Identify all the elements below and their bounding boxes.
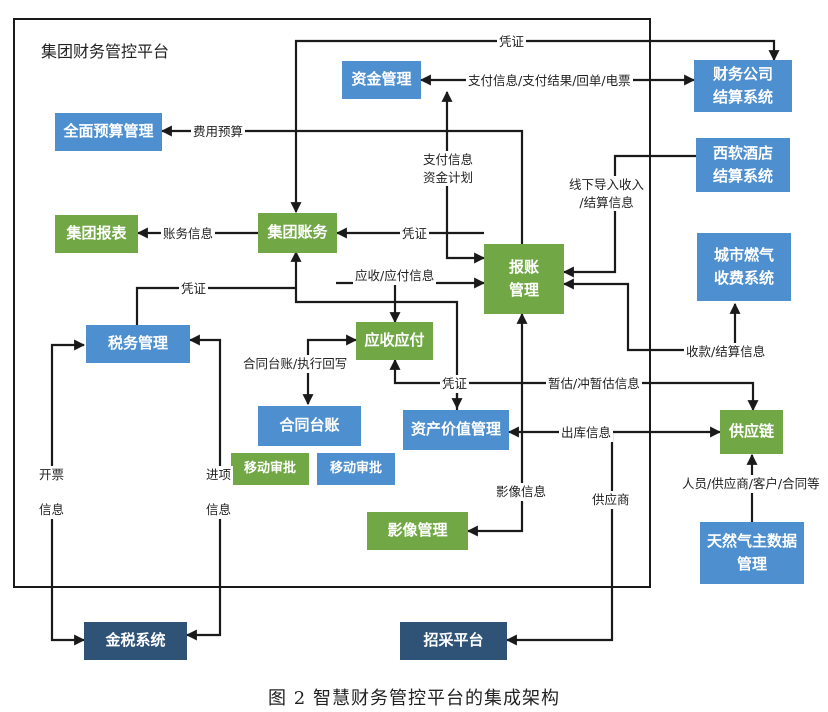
group-report-box: 集团报表	[55, 215, 138, 253]
group-ledger-box: 集团账务	[258, 213, 337, 253]
gas-master-data-box: 天然气主数据 管理	[700, 522, 804, 584]
edge-voucher-tax	[135, 286, 296, 326]
reimbursement-box: 报账 管理	[484, 244, 564, 314]
image-mgmt-box: 影像管理	[367, 512, 468, 550]
frame-title: 集团财务管控平台	[41, 42, 170, 61]
label-input: 进项 信息	[204, 466, 234, 519]
edge-voucher-top	[290, 39, 780, 214]
golden-tax-box: 金税系统	[84, 622, 187, 660]
label-ar-ap: 应收/应付信息	[353, 267, 437, 285]
label-estimate: 暂估/冲暂估信息	[546, 375, 642, 393]
label-invoice: 开票 信息	[37, 466, 67, 519]
label-personnel: 人员/供应商/客户/合同等	[680, 475, 822, 493]
label-voucher-tax: 凭证	[179, 280, 209, 298]
mobile-approval-box-1: 移动审批	[231, 453, 309, 485]
platform-frame	[13, 18, 651, 588]
label-contract-exec: 合同台账/执行回写	[241, 355, 350, 373]
label-offline-import: 线下导入收入 /结算信息	[567, 176, 647, 211]
city-gas-box: 城市燃气 收费系统	[697, 233, 791, 301]
edge-contract-exec	[302, 334, 358, 406]
figure-caption: 图 2 智慧财务管控平台的集成架构	[268, 688, 560, 709]
contract-ledger-box: 合同台账	[258, 406, 361, 446]
label-outbound: 出库信息	[559, 424, 614, 442]
budget-mgmt-box: 全面预算管理	[55, 113, 162, 151]
asset-value-mgmt-box: 资产价值管理	[403, 410, 509, 450]
label-supplier: 供应商	[590, 491, 632, 509]
supply-chain-box: 供应链	[720, 410, 783, 454]
edge-receivable-ledger	[290, 250, 459, 410]
label-voucher-top: 凭证	[497, 33, 527, 51]
procurement-box: 招采平台	[400, 622, 507, 660]
label-image-info: 影像信息	[494, 483, 549, 501]
edge-image-info	[466, 312, 528, 537]
receivable-payable-box: 应收应付	[356, 322, 433, 360]
edge-expense-budget	[160, 125, 524, 244]
edge-pay-plan	[441, 90, 486, 264]
label-account-info: 账务信息	[161, 225, 216, 243]
mobile-approval-box-2: 移动审批	[317, 453, 395, 485]
edge-offline-import	[562, 154, 696, 278]
xiruan-hotel-box: 西软酒店 结算系统	[696, 138, 790, 192]
edge-collection	[562, 278, 741, 352]
label-expense-budget: 费用预算	[191, 123, 246, 141]
label-payment-info: 支付信息/支付结果/回单/电票	[466, 72, 633, 90]
label-voucher-ledger: 凭证	[400, 225, 430, 243]
fund-mgmt-box: 资金管理	[342, 61, 421, 99]
finance-company-box: 财务公司 结算系统	[694, 60, 792, 112]
label-collection: 收款/结算信息	[684, 343, 768, 361]
tax-mgmt-box: 税务管理	[86, 325, 190, 363]
label-voucher-asset: 凭证	[440, 375, 470, 393]
label-pay-plan: 支付信息 资金计划	[421, 151, 476, 186]
